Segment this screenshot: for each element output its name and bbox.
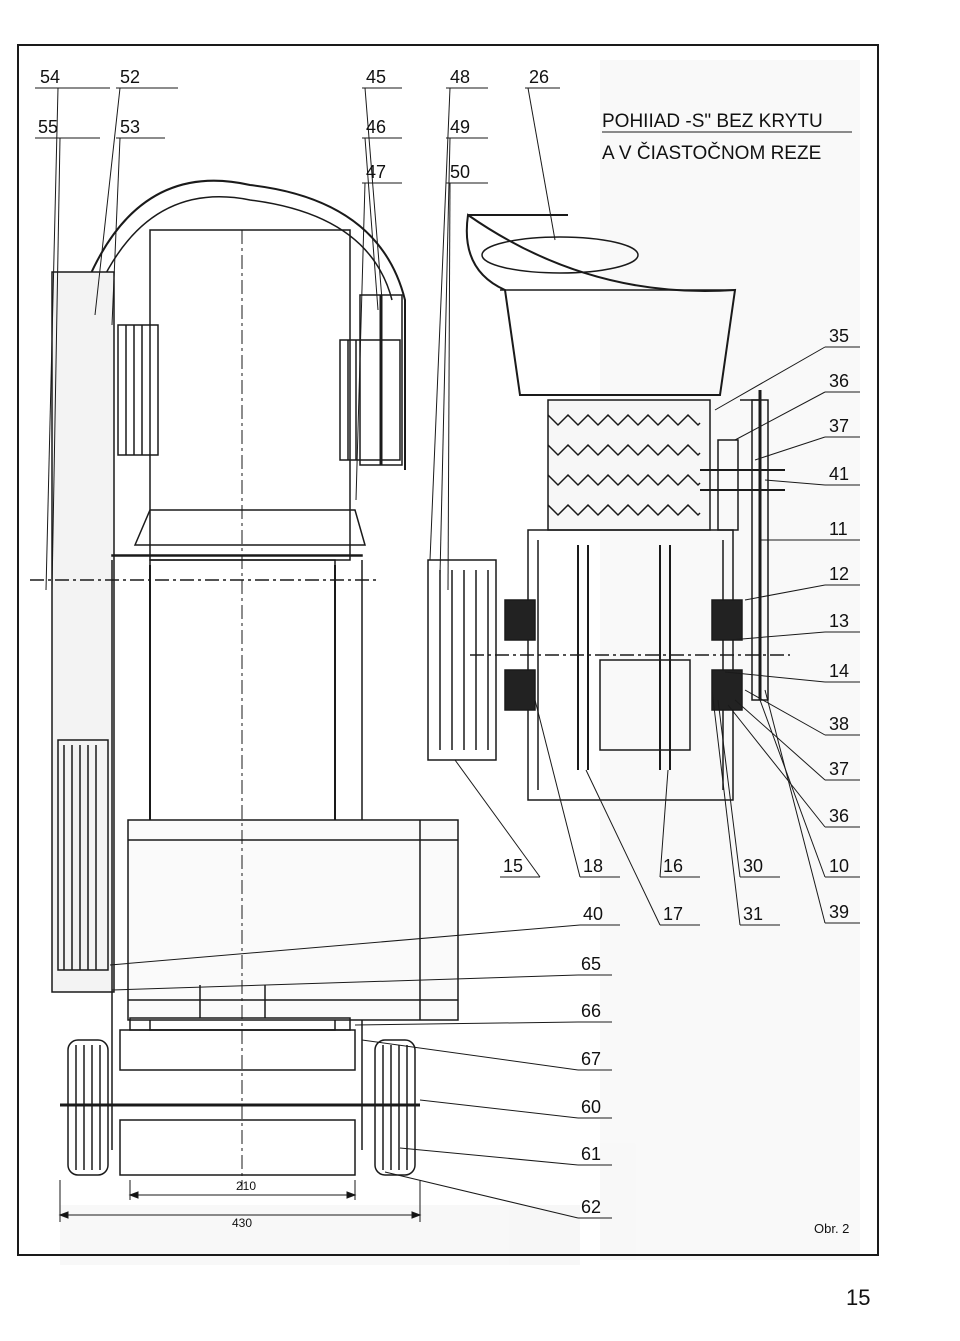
callout-35: 35 [829, 326, 849, 346]
callout-66: 66 [581, 1001, 601, 1021]
callout-49: 49 [450, 117, 470, 137]
top-callouts [35, 87, 560, 591]
callout-36b: 36 [829, 806, 849, 826]
callout-47: 47 [366, 162, 386, 182]
callout-36: 36 [829, 371, 849, 391]
figure-label: Obr. 2 [814, 1221, 849, 1236]
callout-39: 39 [829, 902, 849, 922]
callout-14: 14 [829, 661, 849, 681]
lower-callout-leaders [111, 974, 612, 1219]
callout-55: 55 [38, 117, 58, 137]
callout-53: 53 [120, 117, 140, 137]
callout-11: 11 [829, 519, 848, 539]
callout-13: 13 [829, 611, 849, 631]
title-line-1: POHIIAD -S" BEZ KRYTU [602, 111, 823, 132]
callout-50: 50 [450, 162, 470, 182]
callout-10: 10 [829, 856, 849, 876]
background-text-ghost [60, 60, 860, 1265]
callout-45: 45 [366, 67, 386, 87]
drawing-frame [17, 44, 879, 1256]
callout-40: 40 [583, 904, 603, 924]
callout-54: 54 [40, 67, 60, 87]
callout-38: 38 [829, 714, 849, 734]
right-callout-leaders [714, 346, 860, 924]
callout-37b: 37 [829, 759, 849, 779]
bottom-callout-leaders [109, 689, 780, 966]
drawing-title: POHIIAD -S" BEZ KRYTU A V ČIASTOČNOM REZ… [602, 111, 852, 164]
title-line-2: A V ČIASTOČNOM REZE [602, 142, 821, 164]
callout-12: 12 [829, 564, 849, 584]
page-number: 15 [846, 1285, 870, 1310]
callout-60: 60 [581, 1097, 601, 1117]
callout-61: 61 [581, 1144, 601, 1164]
right-assembly [427, 213, 790, 801]
callout-65: 65 [581, 954, 601, 974]
callout-31: 31 [743, 904, 763, 924]
dimension-inner-width: 210 [236, 1179, 256, 1193]
callout-30: 30 [743, 856, 763, 876]
callout-67: 67 [581, 1049, 601, 1069]
callout-17: 17 [663, 904, 683, 924]
callout-15: 15 [503, 856, 523, 876]
callout-18: 18 [583, 856, 603, 876]
callout-52: 52 [120, 67, 140, 87]
dimension-lines [58, 1180, 422, 1222]
callout-26: 26 [529, 67, 549, 87]
left-assembly [30, 179, 459, 1190]
callout-37: 37 [829, 416, 849, 436]
dimension-outer-width: 430 [232, 1216, 252, 1230]
callout-62: 62 [581, 1197, 601, 1217]
callout-48: 48 [450, 67, 470, 87]
callout-46: 46 [366, 117, 386, 137]
callout-16: 16 [663, 856, 683, 876]
callout-41: 41 [829, 464, 849, 484]
